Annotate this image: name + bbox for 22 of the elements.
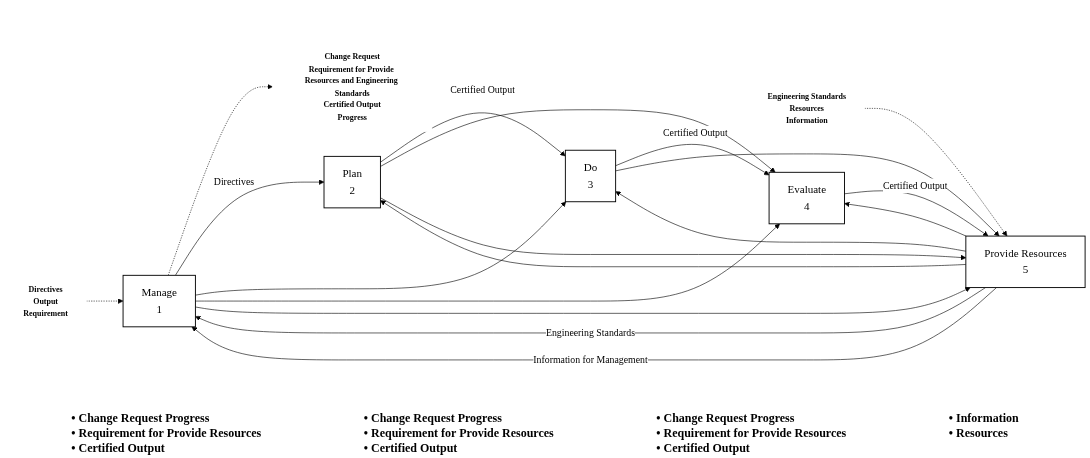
edge-label: Certified Output <box>450 84 515 96</box>
edge-label: Certified Output <box>882 180 948 191</box>
node-box: Plan 2 <box>323 155 381 209</box>
label-text: • Certified Output <box>363 441 459 456</box>
node-box: Manage 1 <box>122 274 196 328</box>
edge-label: Directives <box>213 176 255 188</box>
label-text: • Change Request Progress <box>656 411 796 426</box>
label-text: • Resources <box>948 426 1009 441</box>
label-text: • Change Request Progress <box>71 411 211 426</box>
label-text: • Certified Output <box>656 441 751 456</box>
label-text: • Certified Output <box>71 441 166 456</box>
edge-label: Engineering Standards <box>545 327 636 338</box>
node-box: Evaluate 4 <box>768 171 845 225</box>
edge-label: Certified Output <box>663 127 728 138</box>
label-text: • Requirement for Provide Resources <box>71 426 262 441</box>
label-text: • Change Request Progress <box>363 411 503 426</box>
edge-label: Information for Management <box>533 354 648 365</box>
label-text: • Information <box>948 411 1019 426</box>
label-text: • Requirement for Provide Resources <box>363 426 554 441</box>
label-text: • Requirement for Provide Resources <box>656 426 847 441</box>
node-box: Provide Resources 5 <box>965 235 1086 289</box>
node-box: Do 3 <box>564 149 617 203</box>
